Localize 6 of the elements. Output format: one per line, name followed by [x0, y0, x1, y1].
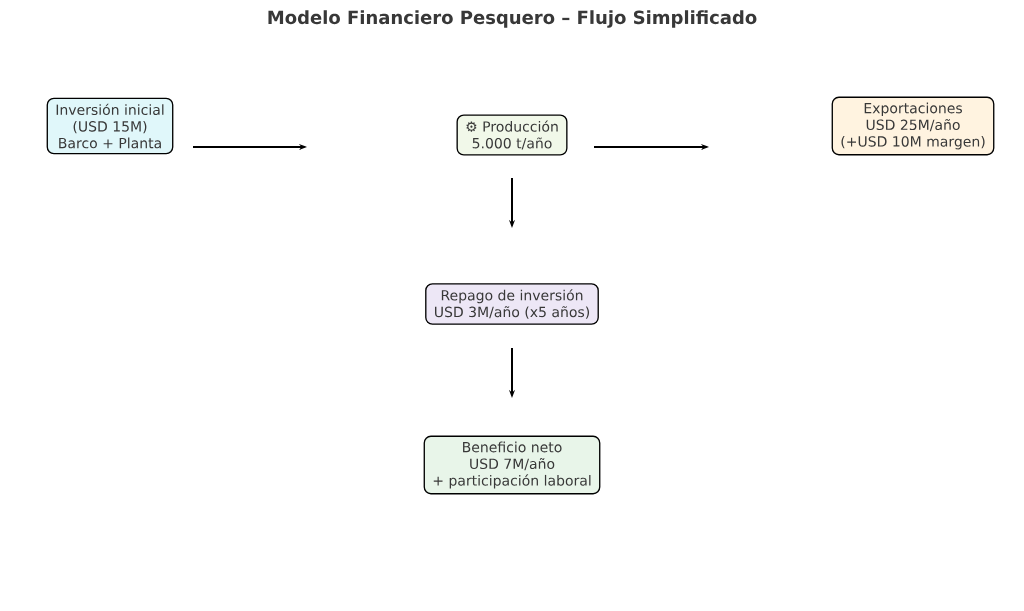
process-box: ⚙ Producción 5.000 t/año: [456, 114, 568, 156]
process-box: Repago de inversión USD 3M/año (x5 años): [425, 283, 599, 325]
process-box: Inversión inicial (USD 15M) Barco + Planta: [46, 97, 174, 155]
title: Modelo Financiero Pesquero – Flujo Simplificado: [268, 10, 757, 28]
process-box: Beneficio neto USD 7M/año + participación laboral: [423, 435, 601, 495]
process-box: Exportaciones USD 25M/año (+USD 10M margen): [831, 96, 995, 156]
